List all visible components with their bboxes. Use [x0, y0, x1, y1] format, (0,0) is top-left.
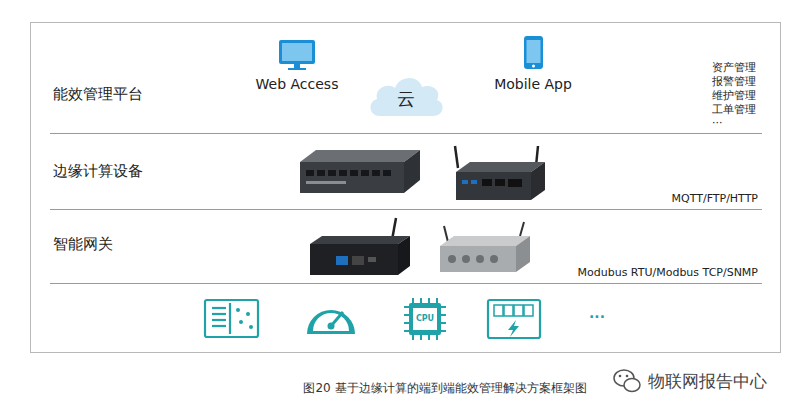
panel-icon	[205, 300, 258, 337]
ellipsis: ···	[712, 116, 723, 129]
panel-dots	[236, 308, 253, 329]
protocol-label: MQTT/FTP/HTTP	[672, 192, 758, 205]
cloud-node: 云	[366, 72, 446, 118]
band-separators	[50, 134, 762, 284]
function-item: 资产管理	[712, 61, 756, 74]
meter-icon	[488, 300, 540, 338]
icon-label: Mobile App	[494, 76, 572, 93]
cloud-outline	[371, 78, 443, 116]
ellipsis: ···	[589, 309, 605, 326]
monitor-icon	[279, 40, 315, 70]
watermark: 物联网报告中心	[648, 371, 767, 391]
platform-band: 能效管理平台 云	[31, 23, 780, 133]
outer-frame	[31, 23, 781, 353]
edge-server-device	[300, 150, 420, 193]
icon-label: Web Access	[256, 76, 339, 93]
band-label: 边缘计算设备	[53, 162, 143, 180]
phone-icon	[524, 36, 543, 69]
band-label: 能效管理平台	[53, 85, 143, 103]
protocol-label: Modubus RTU/Modbus TCP/SNMP	[578, 266, 759, 279]
figure-caption: 图20 基于边缘计算的端到端能效管理解决方案框架图	[303, 381, 586, 395]
chip-label: CPU	[416, 314, 434, 324]
function-item: 维护管理	[712, 89, 756, 102]
wechat-icon	[614, 370, 640, 392]
cpu-icon	[404, 298, 446, 340]
function-item: 报警管理	[712, 75, 756, 88]
gateway-device	[310, 218, 410, 275]
function-item: 工单管理	[712, 103, 756, 116]
edge-box-device	[455, 146, 545, 200]
band-label: 智能网关	[53, 235, 113, 253]
edge-band: 边缘计算设备	[31, 134, 780, 209]
gateway-silver-device	[440, 222, 530, 272]
gauge-icon	[307, 310, 355, 334]
cloud-label: 云	[397, 88, 415, 110]
